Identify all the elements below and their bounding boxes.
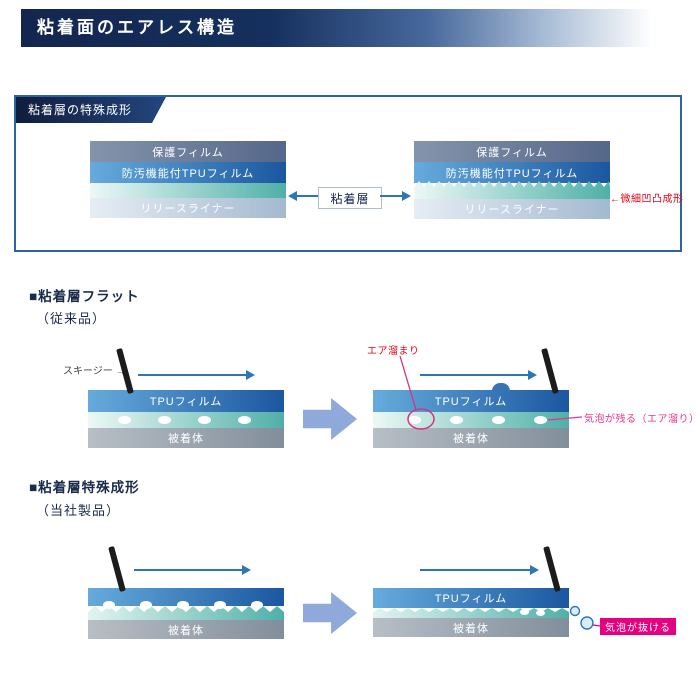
layer-tpu-film-left: 防汚機能付TPUフィルム xyxy=(90,162,286,183)
bubbles-escape-leader-line xyxy=(592,624,601,627)
squeegee-stick-flat-right xyxy=(541,348,559,394)
air-bubble xyxy=(103,601,115,609)
sweep-arrow-molded-left xyxy=(134,569,242,571)
squeegee-stick-molded-left xyxy=(108,546,126,592)
flat-left-base-layer: 被着体 xyxy=(88,428,284,448)
molded-section-heading: ■粘着層特殊成形 xyxy=(29,480,140,495)
sweep-arrow-flat-right xyxy=(420,374,528,376)
air-bubble xyxy=(536,610,545,616)
texture-note: ←微細凹凸成形 xyxy=(610,194,684,205)
molded-left-adhesive-layer xyxy=(88,606,284,620)
adhesive-pointer-right-head xyxy=(402,191,411,201)
air-bubble xyxy=(492,416,505,424)
flat-right-base-layer: 被着体 xyxy=(373,428,569,448)
layer-adhesive-flat xyxy=(90,183,286,198)
special-molding-label: 粘着層の特殊成形 xyxy=(16,97,166,123)
air-bubble xyxy=(214,601,226,609)
air-bubble xyxy=(158,416,171,424)
molded-right-base-layer: 被着体 xyxy=(373,618,569,637)
air-bubble xyxy=(140,601,152,609)
bubbles-escape-label: 気泡が抜ける xyxy=(600,618,676,635)
flat-right-tpu-layer: TPUフィルム xyxy=(373,390,569,412)
molded-left-base-layer: 被着体 xyxy=(88,620,284,639)
flat-left-adhesive-layer xyxy=(88,412,284,428)
layer-protect-film-right: 保護フィルム xyxy=(414,141,610,162)
page-title: 粘着面のエアレス構造 xyxy=(37,18,237,37)
air-bubble xyxy=(408,416,421,424)
sweep-arrow-flat-left-head xyxy=(246,370,255,380)
zigzag-shape xyxy=(414,181,610,199)
zigzag-shape xyxy=(88,606,284,620)
bubbles-remain-note: 気泡が残る（エア溜り） xyxy=(584,414,700,425)
molded-right-tpu-layer: TPUフィルム xyxy=(373,588,569,608)
air-bubble xyxy=(238,416,251,424)
air-bubble xyxy=(520,609,529,615)
sweep-arrow-molded-right xyxy=(420,569,530,571)
layer-adhesive-molded xyxy=(414,181,610,199)
sweep-arrow-molded-right-head xyxy=(530,565,539,575)
layer-protect-film-left: 保護フィルム xyxy=(90,141,286,162)
air-bubble xyxy=(450,416,463,424)
adhesive-pointer-left-head xyxy=(288,191,297,201)
flat-section-heading: ■粘着層フラット xyxy=(29,289,140,304)
adhesive-pointer-right-line xyxy=(380,195,402,197)
sweep-arrow-molded-left-head xyxy=(242,565,251,575)
molded-section-subheading: （当社製品） xyxy=(36,503,121,518)
air-pocket-bump xyxy=(492,383,510,391)
adhesive-pointer-left-line xyxy=(296,195,318,197)
transition-arrow-flat xyxy=(303,398,357,440)
escaping-bubble xyxy=(569,605,581,617)
flat-section-subheading: （従来品） xyxy=(36,311,107,326)
air-bubble xyxy=(177,601,189,609)
layer-release-liner-right: リリースライナー xyxy=(414,199,610,219)
flat-left-tpu-layer: TPUフィルム xyxy=(88,390,284,412)
air-pocket-label: エア溜まり xyxy=(367,346,420,357)
sweep-arrow-flat-left xyxy=(138,374,246,376)
transition-arrow-molded xyxy=(303,592,357,634)
adhesive-layer-tag: 粘着層 xyxy=(318,187,382,209)
air-bubble xyxy=(118,416,131,424)
air-bubble xyxy=(251,601,263,609)
air-bubble xyxy=(198,416,211,424)
layer-release-liner-left: リリースライナー xyxy=(90,198,286,218)
sweep-arrow-flat-right-head xyxy=(528,370,537,380)
squeegee-label: スキージー → xyxy=(63,366,126,377)
header-banner: 粘着面のエアレス構造 xyxy=(21,9,678,47)
layer-tpu-film-right: 防汚機能付TPUフィルム xyxy=(414,162,610,183)
escaping-bubble xyxy=(580,616,594,630)
squeegee-stick-molded-right xyxy=(543,546,561,592)
air-bubble xyxy=(534,416,547,424)
molded-left-tpu-layer xyxy=(88,588,284,606)
